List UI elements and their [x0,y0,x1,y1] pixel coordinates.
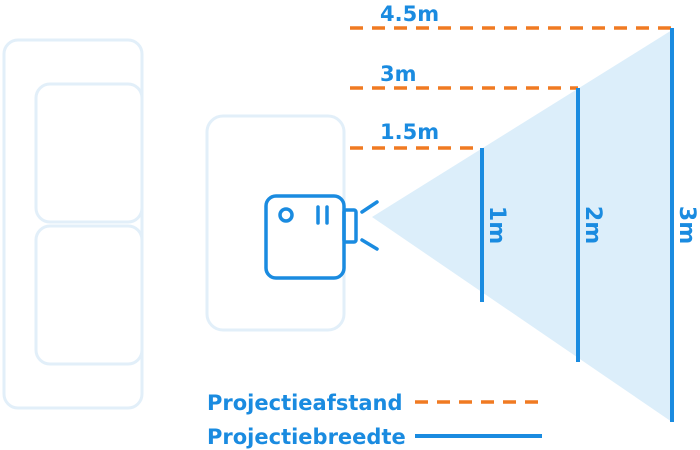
sofa-icon [2,38,144,410]
projection-cone [372,30,672,422]
legend-distance-label: Projectieafstand [207,391,403,415]
legend: Projectieafstand Projectiebreedte [207,391,542,449]
width-label-3m: 3m [674,206,699,244]
distance-label-4-5m: 4.5m [380,2,439,26]
distance-label-1-5m: 1.5m [380,120,439,144]
width-label-1m: 1m [484,206,509,244]
projector-icon [264,194,379,280]
side-table-icon [205,114,346,332]
width-label-2m: 2m [580,206,605,244]
legend-width-label: Projectiebreedte [207,425,406,449]
distance-label-3m: 3m [380,62,417,86]
